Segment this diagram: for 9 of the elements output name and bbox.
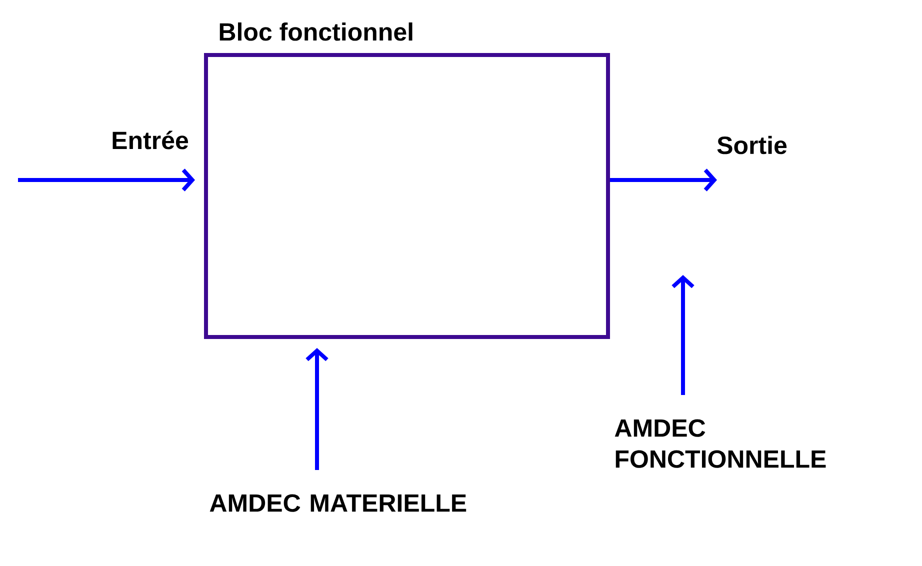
edge-label: Entrée [112,130,188,150]
arrow [306,348,328,470]
arrow [610,168,717,192]
annotation-text: AMDEC MATERIELLE [210,494,466,512]
arrow [18,168,195,192]
annotation-text: AMDEC FONCTIONNELLE [614,419,826,468]
block-title: Bloc fonctionnel [220,22,412,41]
arrow [672,275,694,395]
edge-label: Sortie [717,136,787,154]
